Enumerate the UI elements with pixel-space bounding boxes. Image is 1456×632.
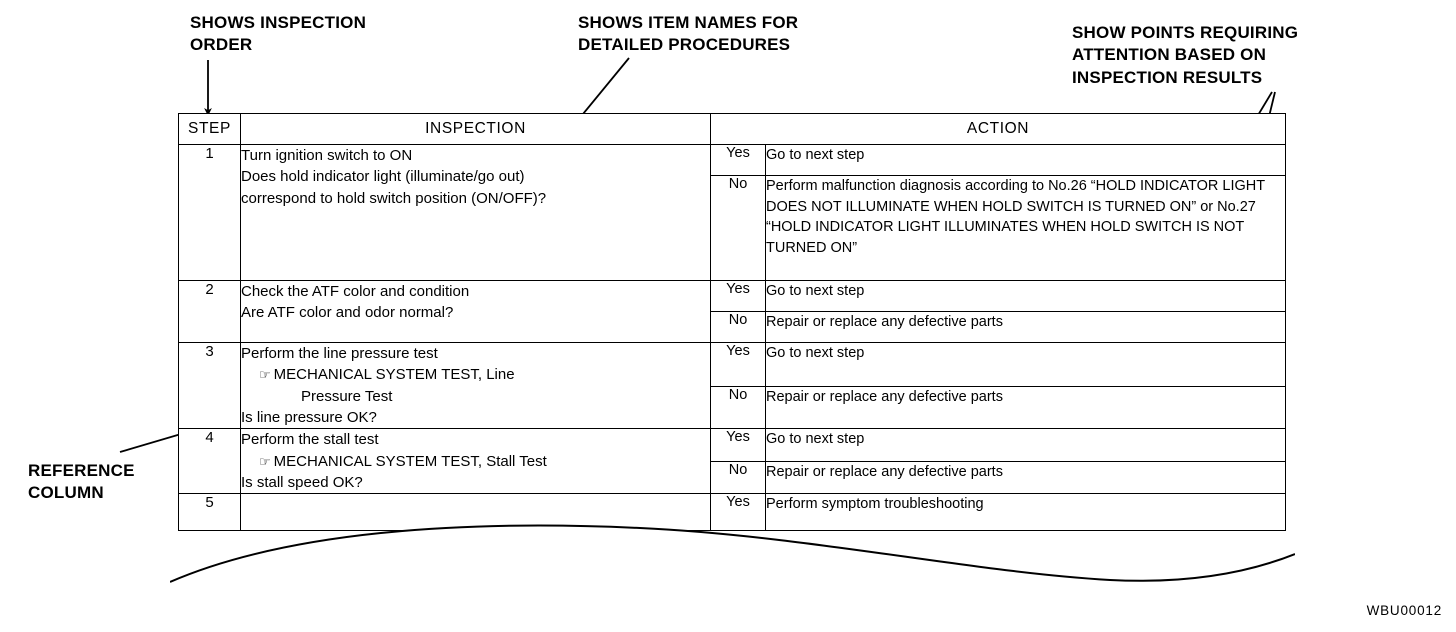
action-cell: Go to next step (764, 280, 1287, 312)
step-number: 4 (178, 428, 241, 495)
result-label: No (710, 460, 766, 495)
reference-text: MECHANICAL SYSTEM TEST, Line (273, 366, 515, 384)
inspection-cell: Perform the stall test ☞MECHANICAL SYSTE… (240, 428, 711, 495)
inspection-cell: Check the ATF color and condition Are AT… (240, 280, 711, 343)
inspection-line: correspond to hold switch position (ON/O… (241, 189, 547, 207)
result-label: No (710, 311, 766, 343)
action-cell: Perform malfunction diagnosis according … (764, 175, 1287, 281)
torn-edge-cut-line (170, 524, 1295, 586)
annotation-reference-column: REFERENCE COLUMN (28, 461, 135, 503)
inspection-line: Turn ignition switch to ON (241, 147, 413, 164)
reference-text-cont: Pressure Test (301, 387, 393, 405)
result-label: Yes (710, 428, 766, 462)
header-inspection: INSPECTION (240, 113, 711, 145)
table-row: 4 Perform the stall test ☞MECHANICAL SYS… (178, 428, 1287, 495)
inspection-line: Perform the stall test (241, 431, 379, 449)
pointing-hand-icon: ☞ (259, 368, 271, 384)
action-cell: Go to next step (764, 144, 1287, 176)
table-row: 2 Check the ATF color and condition Are … (178, 280, 1287, 343)
inspection-flow-table: STEP INSPECTION ACTION 1 Turn ignition s… (178, 113, 1287, 532)
pointing-hand-icon: ☞ (259, 454, 271, 470)
table-row: No Repair or replace any defective parts (179, 460, 1287, 495)
step-number: 1 (178, 144, 241, 281)
table-row: No Repair or replace any defective parts (179, 386, 1287, 430)
reference-line: ☞MECHANICAL SYSTEM TEST, Line (241, 364, 710, 385)
inspection-cell: Turn ignition switch to ON Does hold ind… (240, 144, 711, 281)
step-number: 5 (178, 493, 241, 532)
inspection-cell (240, 493, 711, 532)
table-row: 1 Turn ignition switch to ON Does hold i… (178, 144, 1287, 281)
table-row: No Perform malfunction diagnosis accordi… (179, 175, 1287, 281)
action-cell: Repair or replace any defective parts (764, 311, 1287, 343)
reference-text: MECHANICAL SYSTEM TEST, Stall Test (273, 452, 547, 470)
reference-line: ☞MECHANICAL SYSTEM TEST, Stall Test (241, 451, 710, 472)
action-cell: Perform symptom troubleshooting (764, 493, 1287, 532)
header-action: ACTION (709, 113, 1287, 145)
result-label: No (710, 175, 766, 281)
action-cell: Repair or replace any defective parts (764, 386, 1287, 430)
figure-reference-code: WBU00012 (1366, 603, 1442, 618)
inspection-question: Is line pressure OK? (241, 409, 377, 427)
inspection-question: Is stall speed OK? (241, 474, 363, 492)
header-step: STEP (178, 113, 241, 145)
table-row: 3 Perform the line pressure test ☞MECHAN… (178, 341, 1287, 430)
inspection-cell: Perform the line pressure test ☞MECHANIC… (240, 341, 711, 430)
result-label: Yes (710, 144, 766, 176)
result-label: Yes (710, 341, 766, 388)
result-label: No (710, 386, 766, 430)
action-cell: Repair or replace any defective parts (764, 460, 1287, 495)
step-number: 3 (178, 341, 241, 430)
annotation-item-names: SHOWS ITEM NAMES FOR DETAILED PROCEDURES (578, 13, 799, 55)
action-cell: Go to next step (764, 341, 1287, 388)
result-label: Yes (710, 493, 766, 532)
action-cell: Go to next step (764, 428, 1287, 462)
inspection-line: Check the ATF color and condition (241, 283, 470, 300)
annotation-inspection-order: SHOWS INSPECTION ORDER (190, 13, 367, 55)
inspection-line: Perform the line pressure test (241, 345, 438, 362)
annotation-attention-points: SHOW POINTS REQUIRING ATTENTION BASED ON… (1072, 23, 1299, 87)
inspection-line: Does hold indicator light (illuminate/go… (241, 168, 525, 186)
table-row: 5 Yes Perform symptom troubleshooting (178, 493, 1287, 532)
result-label: Yes (710, 280, 766, 312)
table-header-row: STEP INSPECTION ACTION (178, 113, 1287, 145)
inspection-line: Are ATF color and odor normal? (241, 304, 454, 322)
step-number: 2 (178, 280, 241, 343)
